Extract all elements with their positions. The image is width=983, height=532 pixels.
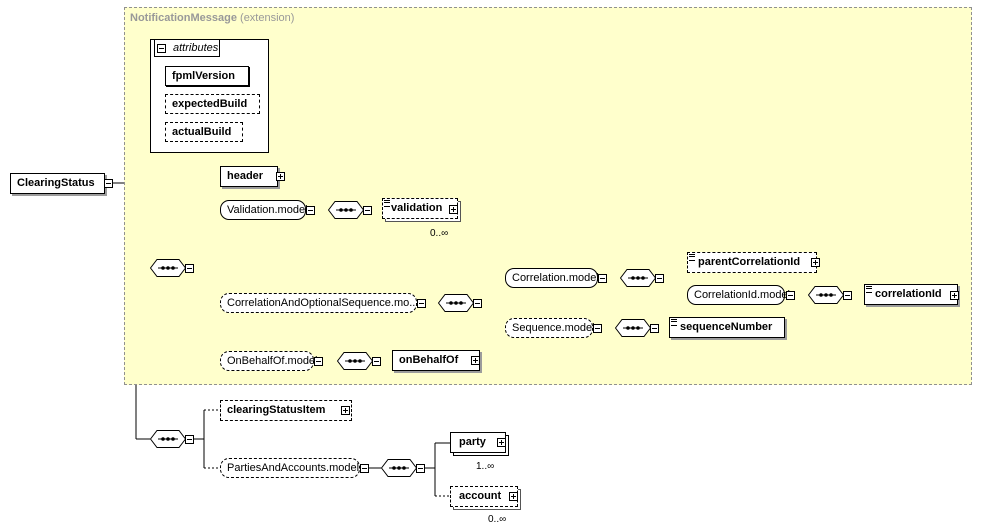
attribute-actualbuild-label: actualBuild bbox=[172, 125, 232, 138]
element-onbehalfof-label: onBehalfOf bbox=[399, 354, 459, 366]
group-correlationid-model-label: CorrelationId.model bbox=[694, 289, 790, 301]
sequence-icon bbox=[150, 259, 186, 277]
group-correlation-model[interactable]: Correlation.model bbox=[505, 268, 599, 288]
validation-sequence-collapse-icon[interactable] bbox=[363, 206, 372, 215]
sequence-compositor-sequence-model[interactable] bbox=[615, 319, 651, 337]
group-onbehalfof-model-label: OnBehalfOf.model bbox=[227, 355, 318, 367]
correlation-model-sequence-collapse-icon[interactable] bbox=[655, 274, 664, 283]
documentation-icon bbox=[384, 200, 390, 207]
group-correlation-model-label: Correlation.model bbox=[512, 272, 599, 284]
group-partiesandaccounts-model-label: PartiesAndAccounts.model bbox=[227, 462, 360, 474]
sequence-icon bbox=[337, 352, 373, 370]
group-onbehalfof-model[interactable]: OnBehalfOf.model bbox=[220, 351, 318, 371]
element-parentcorrelationid[interactable]: parentCorrelationId bbox=[687, 252, 817, 273]
attribute-expectedbuild[interactable]: expectedBuild bbox=[165, 94, 260, 114]
element-validation[interactable]: validation bbox=[382, 198, 458, 219]
onbehalfof-expand-icon[interactable] bbox=[471, 356, 480, 365]
sequence-model-sequence-collapse-icon[interactable] bbox=[650, 324, 659, 333]
sequence-icon bbox=[438, 294, 474, 312]
correlationid-model-collapse-icon[interactable] bbox=[786, 291, 795, 300]
group-correlation-and-optional-sequence-model[interactable]: CorrelationAndOptionalSequence.mo... bbox=[220, 293, 419, 313]
sequence-icon bbox=[615, 319, 651, 337]
header-expand-icon[interactable] bbox=[276, 172, 285, 181]
element-onbehalfof[interactable]: onBehalfOf bbox=[392, 350, 480, 371]
element-header[interactable]: header bbox=[220, 166, 278, 187]
element-correlationid-label: correlationId bbox=[875, 288, 942, 300]
sequence-compositor-partiesandaccounts[interactable] bbox=[381, 459, 417, 477]
validation-cardinality: 0..∞ bbox=[430, 228, 449, 239]
account-expand-icon[interactable] bbox=[509, 492, 518, 501]
element-clearingstatusitem-label: clearingStatusItem bbox=[227, 404, 326, 416]
root-element-clearingstatus[interactable]: ClearingStatus bbox=[10, 173, 105, 194]
partiesandaccounts-sequence-collapse-icon[interactable] bbox=[416, 464, 425, 473]
group-validation-model[interactable]: Validation.model bbox=[220, 200, 308, 220]
element-account[interactable]: account bbox=[450, 486, 518, 507]
sequence-main-collapse-icon[interactable] bbox=[185, 264, 194, 273]
sequence-icon bbox=[381, 459, 417, 477]
correlation-sequence-collapse-icon[interactable] bbox=[473, 299, 482, 308]
attribute-fpmlversion-label: fpmlVersion bbox=[172, 69, 235, 82]
party-expand-icon[interactable] bbox=[497, 438, 506, 447]
sequence-icon bbox=[808, 286, 844, 304]
sequence-compositor-correlationid-model[interactable] bbox=[808, 286, 844, 304]
correlation-and-optional-sequence-collapse-icon[interactable] bbox=[417, 299, 426, 308]
sequence-compositor-bottom[interactable] bbox=[150, 430, 186, 448]
element-correlationid[interactable]: correlationId bbox=[864, 284, 958, 305]
group-partiesandaccounts-model[interactable]: PartiesAndAccounts.model bbox=[220, 458, 360, 478]
extension-name: NotificationMessage bbox=[130, 12, 237, 24]
group-correlation-and-optional-sequence-model-label: CorrelationAndOptionalSequence.mo... bbox=[227, 297, 419, 309]
documentation-icon bbox=[671, 319, 677, 326]
attribute-actualbuild[interactable]: actualBuild bbox=[165, 122, 243, 142]
correlationid-sequence-collapse-icon[interactable] bbox=[843, 291, 852, 300]
account-cardinality: 0..∞ bbox=[488, 514, 507, 525]
element-account-label: account bbox=[459, 490, 502, 502]
documentation-icon bbox=[866, 286, 872, 293]
extension-kind: (extension) bbox=[240, 12, 295, 24]
onbehalfof-model-collapse-icon[interactable] bbox=[314, 357, 323, 366]
group-validation-model-label: Validation.model bbox=[227, 204, 308, 216]
sequence-compositor-onbehalfof[interactable] bbox=[337, 352, 373, 370]
element-sequencenumber-label: sequenceNumber bbox=[680, 321, 773, 333]
extension-title: NotificationMessage (extension) bbox=[130, 12, 294, 24]
sequence-compositor-correlation-model[interactable] bbox=[620, 269, 656, 287]
onbehalfof-sequence-collapse-icon[interactable] bbox=[372, 357, 381, 366]
validation-expand-icon[interactable] bbox=[449, 205, 458, 214]
sequence-compositor-validation[interactable] bbox=[328, 201, 364, 219]
attributes-collapse-icon[interactable] bbox=[157, 44, 166, 53]
party-cardinality: 1..∞ bbox=[476, 461, 495, 472]
sequence-icon bbox=[620, 269, 656, 287]
group-correlationid-model[interactable]: CorrelationId.model bbox=[687, 285, 790, 305]
validation-model-collapse-icon[interactable] bbox=[306, 206, 315, 215]
correlationid-expand-icon[interactable] bbox=[950, 291, 959, 300]
element-sequencenumber[interactable]: sequenceNumber bbox=[669, 317, 785, 338]
attributes-tab-label: attributes bbox=[173, 42, 219, 54]
element-parentcorrelationid-label: parentCorrelationId bbox=[698, 256, 801, 268]
documentation-icon bbox=[689, 254, 695, 261]
element-header-label: header bbox=[227, 170, 264, 182]
attribute-fpmlversion[interactable]: fpmlVersion bbox=[165, 66, 249, 86]
sequence-icon bbox=[328, 201, 364, 219]
sequence-compositor-main[interactable] bbox=[150, 259, 186, 277]
sequence-compositor-correlation[interactable] bbox=[438, 294, 474, 312]
sequence-model-collapse-icon[interactable] bbox=[593, 324, 602, 333]
root-element-label: ClearingStatus bbox=[17, 177, 95, 189]
clearingstatusitem-expand-icon[interactable] bbox=[341, 406, 350, 415]
element-clearingstatusitem[interactable]: clearingStatusItem bbox=[220, 400, 352, 421]
sequence-bottom-collapse-icon[interactable] bbox=[185, 435, 194, 444]
group-sequence-model[interactable]: Sequence.model bbox=[505, 318, 595, 338]
correlation-model-collapse-icon[interactable] bbox=[598, 274, 607, 283]
root-collapse-icon[interactable] bbox=[104, 179, 113, 188]
element-party-label: party bbox=[459, 436, 486, 448]
parentcorrelationid-expand-icon[interactable] bbox=[811, 258, 820, 267]
attributes-tab[interactable]: attributes bbox=[154, 39, 220, 57]
sequence-icon bbox=[150, 430, 186, 448]
group-sequence-model-label: Sequence.model bbox=[512, 322, 595, 334]
attribute-expectedbuild-label: expectedBuild bbox=[172, 97, 248, 110]
partiesandaccounts-model-collapse-icon[interactable] bbox=[360, 464, 369, 473]
element-validation-label: validation bbox=[391, 202, 443, 214]
